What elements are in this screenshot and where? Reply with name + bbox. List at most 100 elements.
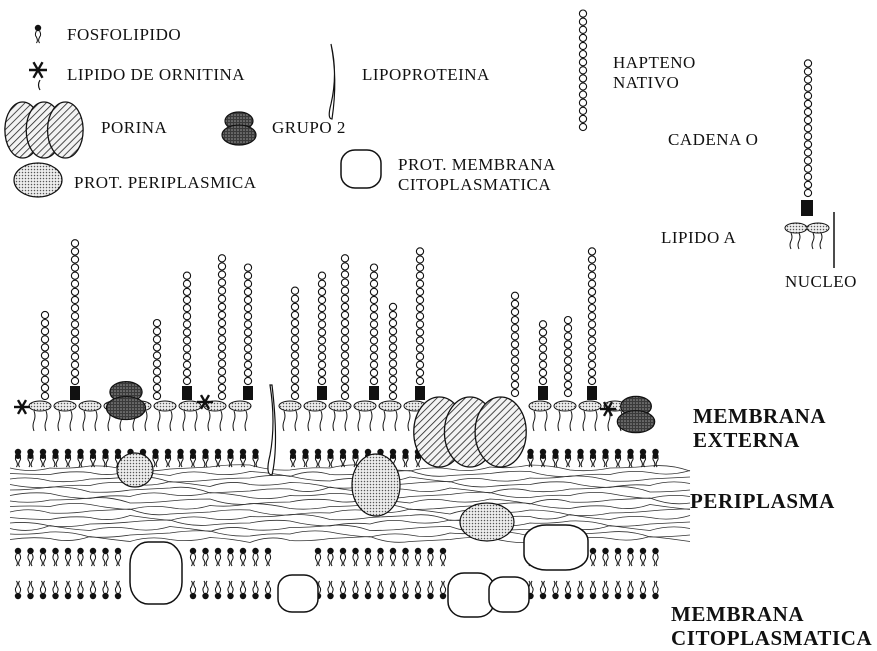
ornithine-lipid-star <box>14 400 30 414</box>
o-chain <box>539 321 546 385</box>
lipid-a-head <box>354 401 376 411</box>
phospholipid <box>427 581 433 599</box>
o-chain <box>579 10 586 131</box>
phospholipid-head <box>590 453 596 459</box>
periplasm-fibers <box>10 465 690 543</box>
o-chain <box>416 248 423 385</box>
phospholipid-head <box>65 453 71 459</box>
phospholipid-head <box>228 453 234 459</box>
phospholipid-head <box>190 453 196 459</box>
phospholipid <box>265 581 271 599</box>
phospholipid <box>590 548 596 566</box>
legend-core-block <box>801 200 813 216</box>
cytoplasmic-membrane-label: MEMBRANA CITOPLASMATICA <box>671 602 871 650</box>
phospholipid <box>415 548 421 566</box>
phospholipid-head <box>78 453 84 459</box>
cytoplasmic-membrane-protein <box>524 525 588 570</box>
periplasm-fiber <box>10 492 690 499</box>
legend-ornithine-lipid-label: LIPIDO DE ORNITINA <box>67 65 245 85</box>
phospholipid <box>602 581 608 599</box>
phospholipid <box>190 548 196 566</box>
core-block <box>538 386 548 400</box>
lipid-a-head <box>529 401 551 411</box>
lipid-a-head <box>229 401 251 411</box>
outer-membrane-label: MEMBRANA EXTERNA <box>693 404 843 452</box>
periplasmic-protein <box>14 163 62 197</box>
phospholipid <box>365 581 371 599</box>
lipid-a-tail <box>245 411 247 431</box>
lipid-a-tail <box>33 411 35 431</box>
group2-protein <box>106 382 145 420</box>
phospholipid <box>35 25 41 43</box>
phospholipid-head <box>115 453 121 459</box>
phospholipid-head <box>90 453 96 459</box>
phospholipid <box>227 581 233 599</box>
lipid-a-tail <box>95 411 97 431</box>
lipid-a-tail <box>345 411 347 431</box>
o-chain <box>71 240 78 385</box>
phospholipid-head <box>603 453 609 459</box>
lipid-a-tail <box>308 411 310 431</box>
lipid-a-tail <box>45 411 47 431</box>
phospholipid-head <box>628 453 634 459</box>
phospholipid <box>102 548 108 566</box>
periplasm-fiber <box>10 531 690 538</box>
phospholipid <box>615 548 621 566</box>
phospholipid <box>615 581 621 599</box>
phospholipid <box>315 548 321 566</box>
phospholipid-head <box>328 453 334 459</box>
phospholipid-head <box>578 453 584 459</box>
phospholipid <box>115 581 121 599</box>
lipid-a-tail <box>395 411 397 431</box>
phospholipid-head <box>390 453 396 459</box>
lipid-a-tail <box>295 411 297 431</box>
o-chain <box>153 320 160 400</box>
phospholipid <box>402 548 408 566</box>
o-chain <box>588 248 595 385</box>
phospholipid <box>565 581 571 599</box>
core-block <box>182 386 192 400</box>
porin <box>5 102 83 158</box>
o-chain-label: CADENA O <box>668 130 758 150</box>
legend-group2-label: GRUPO 2 <box>272 118 346 138</box>
phospholipid <box>202 581 208 599</box>
lipid-a-tail <box>320 411 322 431</box>
phospholipid-head <box>253 453 259 459</box>
phospholipid-head <box>53 453 59 459</box>
lipid-a-head <box>29 401 51 411</box>
phospholipid-head <box>565 453 571 459</box>
core-block <box>369 386 379 400</box>
o-chain <box>341 255 348 400</box>
periplasmic-protein <box>117 453 153 487</box>
lipid-a-tail <box>370 411 372 431</box>
lipid-a-tail <box>220 411 222 431</box>
phospholipid <box>377 581 383 599</box>
phospholipid <box>265 548 271 566</box>
phospholipid <box>202 548 208 566</box>
phospholipid-head <box>240 453 246 459</box>
phospholipid <box>540 581 546 599</box>
lipid-a-head <box>554 401 576 411</box>
phospholipid <box>577 581 583 599</box>
phospholipid <box>340 548 346 566</box>
phospholipid-head <box>653 453 659 459</box>
phospholipid <box>215 581 221 599</box>
lipid-a-head <box>154 401 176 411</box>
legend-lipoprotein-label: LIPOPROTEINA <box>362 65 490 85</box>
phospholipid-head <box>178 453 184 459</box>
cytoplasmic-membrane-protein <box>448 573 494 617</box>
periplasmic-protein <box>460 503 514 541</box>
phospholipid <box>390 581 396 599</box>
lipid-a-head <box>329 401 351 411</box>
phospholipid-head <box>353 453 359 459</box>
phospholipid-head <box>553 453 559 459</box>
lipid-a-tail <box>583 411 585 431</box>
legend-lipoprotein <box>329 44 335 119</box>
phospholipid <box>65 581 71 599</box>
phospholipid <box>240 548 246 566</box>
phospholipid <box>640 581 646 599</box>
phospholipid-head <box>165 453 171 459</box>
legend-phospholipid-label: FOSFOLIPIDO <box>67 25 181 45</box>
